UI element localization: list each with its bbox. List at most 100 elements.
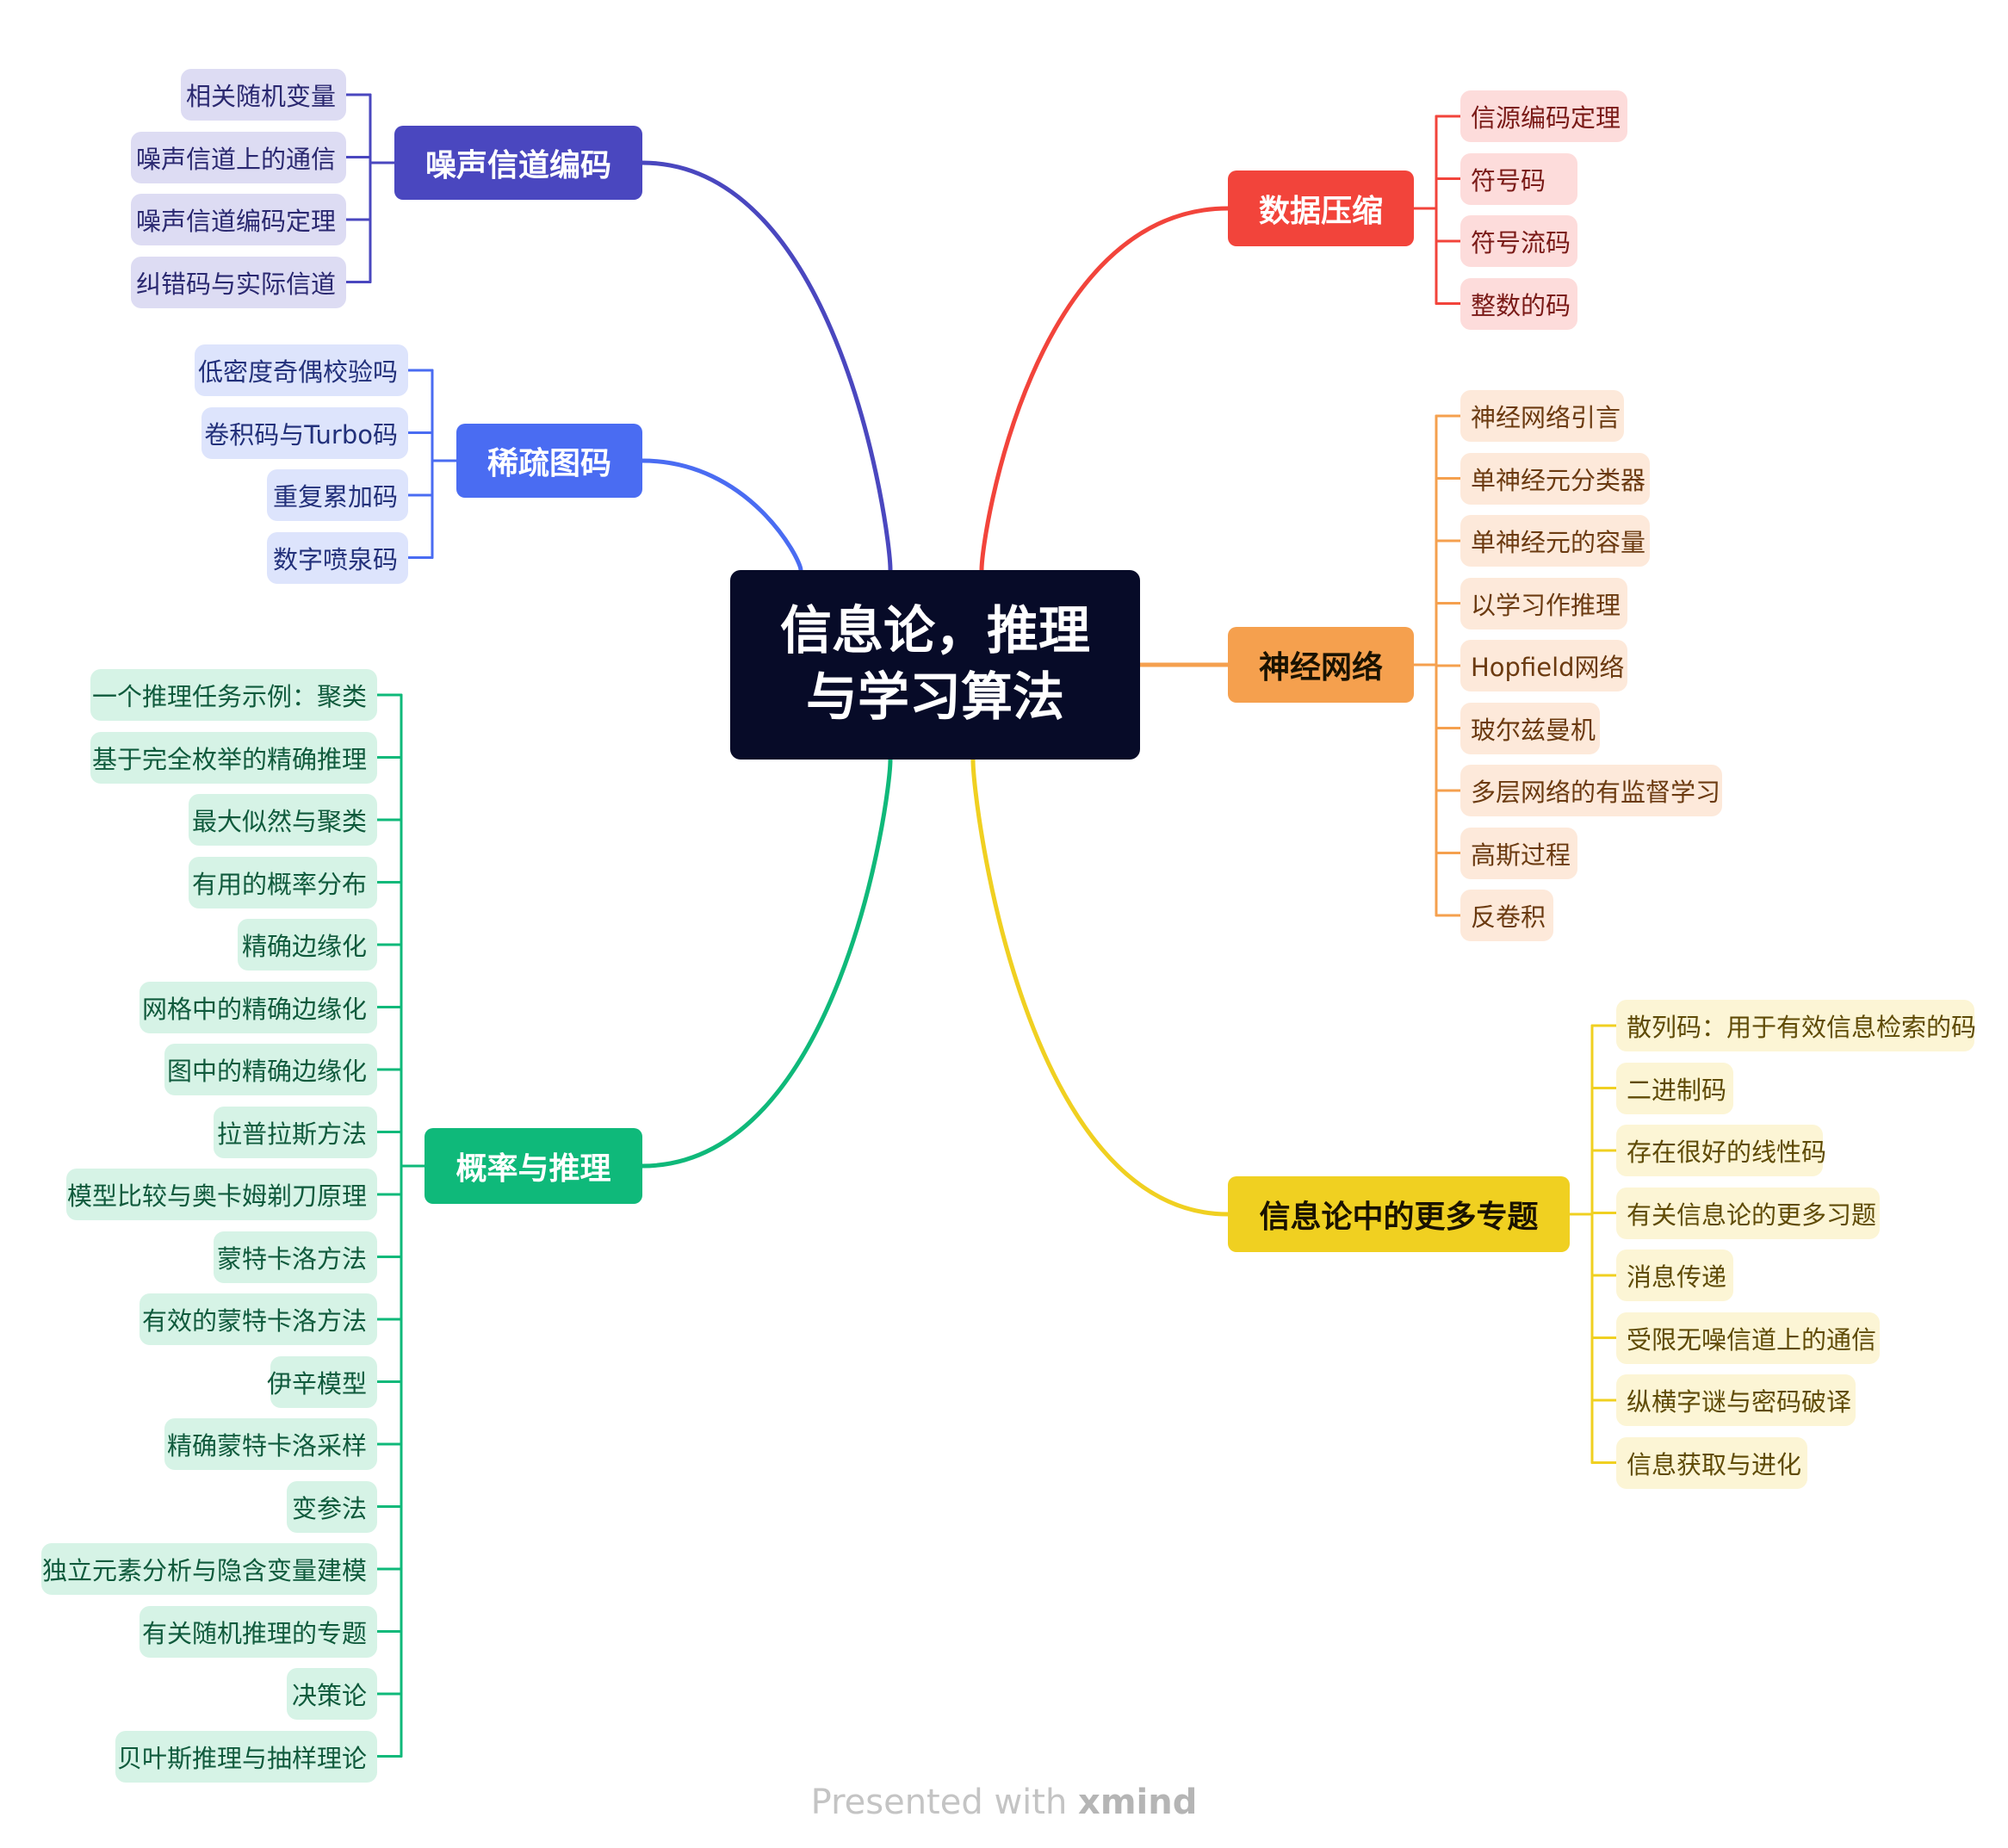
subtopic-more[interactable]: 信息获取与进化 [1616,1436,1807,1489]
subtopic-label: 图中的精确边缘化 [166,1057,367,1086]
subtopic-prob[interactable]: 蒙特卡洛方法 [214,1231,377,1283]
footer-prefix: Presented with [810,1783,1079,1822]
subtopic-label: 符号码 [1471,165,1546,195]
subtopic-label: 变参法 [291,1493,367,1523]
subtopic-label: 精确边缘化 [241,932,367,961]
subtopic-label: 相关随机变量 [185,82,336,111]
main-link-sparse [640,458,803,573]
subtopic-prob[interactable]: 拉普拉斯方法 [214,1106,377,1158]
subtopic-label: 卷积码与Turbo码 [204,419,398,450]
subtopic-more[interactable]: 二进制码 [1616,1062,1733,1114]
central-topic-line-2: 与学习算法 [806,667,1064,728]
main-topic-noise[interactable]: 噪声信道编码 [394,126,642,200]
subtopic-prob[interactable]: 一个推理任务示例：聚类 [90,669,377,721]
subtopic-label: 单神经元的容量 [1471,528,1646,557]
subtopic-more[interactable]: 散列码：用于有效信息检索的码 [1616,1000,1977,1051]
subtopic-label: 重复累加码 [272,482,398,512]
subtopic-compress[interactable]: 信源编码定理 [1460,90,1627,142]
subtopic-more[interactable]: 纵横字谜与密码破译 [1616,1374,1856,1426]
subtopic-label: 伊辛模型 [266,1368,367,1398]
subtopic-neural[interactable]: 以学习作推理 [1460,577,1627,629]
subtopic-label: 决策论 [291,1681,367,1710]
central-topic[interactable]: 信息论，推理 与学习算法 [730,570,1140,760]
subtopic-neural[interactable]: 神经网络引言 [1460,390,1624,442]
subtopic-noise[interactable]: 噪声信道编码定理 [131,194,346,245]
subtopic-label: 有效的蒙特卡洛方法 [141,1306,367,1336]
subtopic-sparse[interactable]: 低密度奇偶校验吗 [195,344,408,396]
subtopic-prob[interactable]: 有用的概率分布 [189,856,377,908]
subtopic-label: 存在很好的线性码 [1627,1138,1827,1167]
main-topic-neural[interactable]: 神经网络 [1228,627,1414,703]
subtopic-label: 消息传递 [1627,1262,1727,1292]
subtopic-neural[interactable]: 玻尔兹曼机 [1460,702,1600,754]
subtopic-prob[interactable]: 网格中的精确边缘化 [139,981,377,1033]
subtopic-label: 基于完全枚举的精确推理 [91,744,367,774]
subtopic-label: 纵横字谜与密码破译 [1627,1387,1852,1417]
subtopic-label: 神经网络引言 [1471,403,1621,432]
subtopic-label: 一个推理任务示例：聚类 [91,682,367,711]
footer-credit: Presented with xmind [0,1783,2008,1822]
main-link-prob [640,757,893,1169]
subtopic-more[interactable]: 受限无噪信道上的通信 [1616,1312,1880,1364]
subtopic-prob[interactable]: 精确边缘化 [238,919,377,971]
subtopic-prob[interactable]: 有效的蒙特卡洛方法 [139,1293,377,1345]
main-topic-label: 神经网络 [1258,650,1383,685]
subtopic-label: 纠错码与实际信道 [135,269,336,299]
subtopic-label: 有用的概率分布 [191,869,367,899]
main-topic-label: 数据压缩 [1258,194,1383,229]
subtopic-label: 符号流码 [1471,228,1571,257]
subtopic-label: 低密度奇偶校验吗 [197,357,398,387]
subtopic-prob[interactable]: 贝叶斯推理与抽样理论 [115,1730,377,1783]
subtopic-prob[interactable]: 图中的精确边缘化 [164,1044,377,1095]
footer-brand-logo: xmind [1078,1783,1198,1822]
main-topic-sparse[interactable]: 稀疏图码 [456,424,642,498]
subtopic-label: 高斯过程 [1471,840,1571,870]
subtopic-label: 以学习作推理 [1471,590,1621,620]
subtopic-label: 受限无噪信道上的通信 [1627,1324,1877,1355]
subtopic-more[interactable]: 存在很好的线性码 [1616,1125,1827,1176]
subtopic-compress[interactable]: 整数的码 [1460,277,1577,330]
subtopic-label: 精确蒙特卡洛采样 [166,1431,367,1460]
subtopic-neural[interactable]: 单神经元的容量 [1460,515,1650,567]
subtopic-sparse[interactable]: 重复累加码 [267,469,408,521]
subtopic-label: 反卷积 [1471,902,1546,932]
subtopic-label: 信息获取与进化 [1627,1449,1802,1479]
main-topic-prob[interactable]: 概率与推理 [425,1128,642,1204]
subtopic-label: 拉普拉斯方法 [216,1119,367,1149]
subtopic-more[interactable]: 有关信息论的更多习题 [1616,1187,1880,1239]
subtopic-neural[interactable]: 高斯过程 [1460,827,1577,879]
subtopic-neural[interactable]: 多层网络的有监督学习 [1460,765,1722,816]
subtopic-label: 蒙特卡洛方法 [216,1243,367,1274]
main-topic-label: 概率与推理 [456,1151,611,1187]
subtopic-compress[interactable]: 符号码 [1460,152,1577,205]
subtopic-label: 贝叶斯推理与抽样理论 [116,1743,367,1773]
subtopic-neural[interactable]: 反卷积 [1460,890,1553,941]
subtopic-prob[interactable]: 有关随机推理的专题 [139,1605,377,1658]
subtopic-label: 散列码：用于有效信息检索的码 [1627,1013,1977,1042]
subtopic-prob[interactable]: 模型比较与奥卡姆剃刀原理 [66,1169,377,1220]
subtopic-neural[interactable]: Hopfield网络 [1460,640,1627,691]
subtopic-sparse[interactable]: 卷积码与Turbo码 [201,406,408,459]
subtopic-noise[interactable]: 纠错码与实际信道 [131,256,346,308]
subtopic-prob[interactable]: 独立元素分析与隐含变量建模 [41,1543,377,1595]
subtopic-label: 多层网络的有监督学习 [1471,778,1721,807]
subtopic-neural[interactable]: 单神经元分类器 [1460,452,1650,505]
subtopic-sparse[interactable]: 数字喷泉码 [267,531,408,584]
subtopic-label: 信源编码定理 [1471,103,1621,133]
subtopic-noise[interactable]: 噪声信道上的通信 [131,131,346,183]
main-link-compress [979,206,1230,573]
subtopic-compress[interactable]: 符号流码 [1460,215,1577,267]
subtopic-prob[interactable]: 最大似然与聚类 [189,794,377,846]
subtopic-prob[interactable]: 基于完全枚举的精确推理 [90,731,377,784]
subtopic-prob[interactable]: 决策论 [287,1668,377,1720]
subtopic-label: 二进制码 [1627,1075,1727,1105]
subtopic-label: 最大似然与聚类 [191,807,367,836]
subtopic-prob[interactable]: 伊辛模型 [266,1355,377,1408]
subtopic-prob[interactable]: 变参法 [287,1480,377,1533]
subtopic-noise[interactable]: 相关随机变量 [181,69,346,121]
main-topic-more[interactable]: 信息论中的更多专题 [1228,1176,1570,1252]
main-topic-compress[interactable]: 数据压缩 [1228,171,1414,246]
subtopic-label: 噪声信道上的通信 [135,144,336,174]
subtopic-more[interactable]: 消息传递 [1616,1250,1733,1301]
subtopic-prob[interactable]: 精确蒙特卡洛采样 [164,1418,377,1470]
